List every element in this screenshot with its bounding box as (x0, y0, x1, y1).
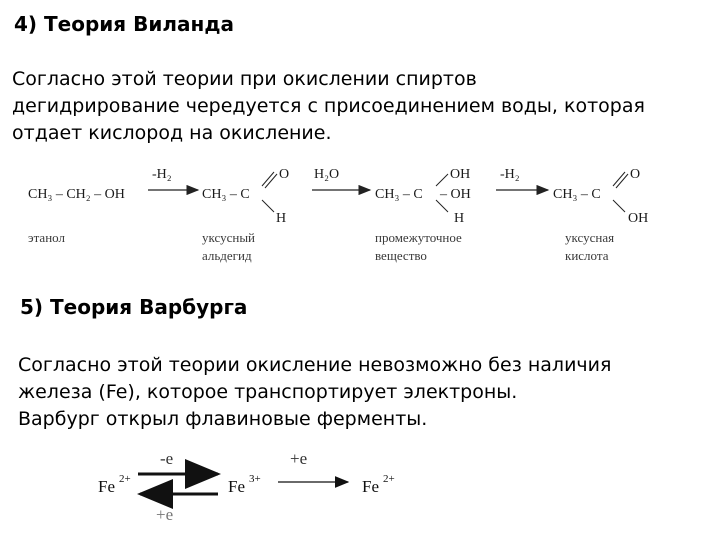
wieland-reaction-scheme: CH₃ – CH₂ – OH -H₂ CH₃ – C O H H₂O CH₃ –… (28, 167, 648, 263)
aldehyde-o: O (279, 167, 289, 182)
intermediate-bond-oh (435, 173, 449, 187)
section-4-title: 4) Теория Виланда (14, 12, 234, 36)
caption-intermediate-1: промежуточное (375, 230, 462, 245)
aldehyde-bond-o (261, 171, 275, 187)
section-5-title: 5) Теория Варбурга (20, 295, 248, 319)
aldehyde-formula: CH₃ – C (202, 187, 250, 202)
caption-aldehyde-2: альдегид (202, 248, 252, 263)
intermediate-oh-right: – OH (439, 187, 471, 202)
step-1-label: -H₂ (152, 167, 172, 182)
fe2-right: Fe (362, 477, 379, 496)
caption-acid-1: уксусная (565, 230, 614, 245)
section-5-line-3: Варбург открыл флавиновые ферменты. (18, 408, 428, 430)
section-4-line-2: дегидрирование чередуется с присоединени… (12, 95, 645, 117)
caption-aldehyde-1: уксусный (202, 230, 255, 245)
plus-e-label: +e (290, 449, 307, 468)
section-4-text: Согласно этой теории при окислении спирт… (12, 66, 645, 147)
intermediate-bond-h (435, 199, 449, 213)
step-2-label: H₂O (314, 167, 339, 182)
acid-o: O (630, 167, 640, 182)
acid-double-bond (615, 173, 629, 189)
intermediate-oh-top: OH (450, 167, 470, 182)
section-5-line-2: железа (Fe), которое транспортирует элек… (18, 381, 518, 403)
aldehyde-h: H (276, 211, 286, 226)
plus-e-bottom-label: +e (156, 505, 173, 524)
ethanol-formula: CH₃ – CH₂ – OH (28, 187, 125, 202)
acid-bond-oh (612, 199, 626, 213)
caption-intermediate-2: вещество (375, 248, 427, 263)
fe3-charge: 3+ (249, 473, 261, 485)
acid-oh: OH (628, 211, 648, 226)
fe2-left: Fe (98, 477, 115, 496)
step-3-label: -H₂ (500, 167, 520, 182)
caption-ethanol: этанол (28, 230, 65, 245)
fe2-left-charge: 2+ (119, 473, 131, 485)
section-4-line-3: отдает кислород на окисление. (12, 122, 332, 144)
intermediate-formula: CH₃ – C (375, 187, 423, 202)
warburg-iron-scheme: Fe 2+ -e +e Fe 3+ +e Fe 2+ (98, 449, 395, 524)
section-4-line-1: Согласно этой теории при окислении спирт… (12, 68, 477, 90)
acid-bond-o (612, 171, 626, 187)
intermediate-h: H (454, 211, 464, 226)
aldehyde-bond-h (261, 199, 275, 213)
fe3: Fe (228, 477, 245, 496)
fe2-right-charge: 2+ (383, 473, 395, 485)
aldehyde-double-bond (264, 173, 278, 189)
section-5-text: Согласно этой теории окисление невозможн… (18, 352, 611, 433)
minus-e-label: -e (160, 449, 173, 468)
acid-formula: CH₃ – C (553, 187, 601, 202)
section-5-line-1: Согласно этой теории окисление невозможн… (18, 354, 612, 376)
caption-acid-2: кислота (565, 248, 609, 263)
